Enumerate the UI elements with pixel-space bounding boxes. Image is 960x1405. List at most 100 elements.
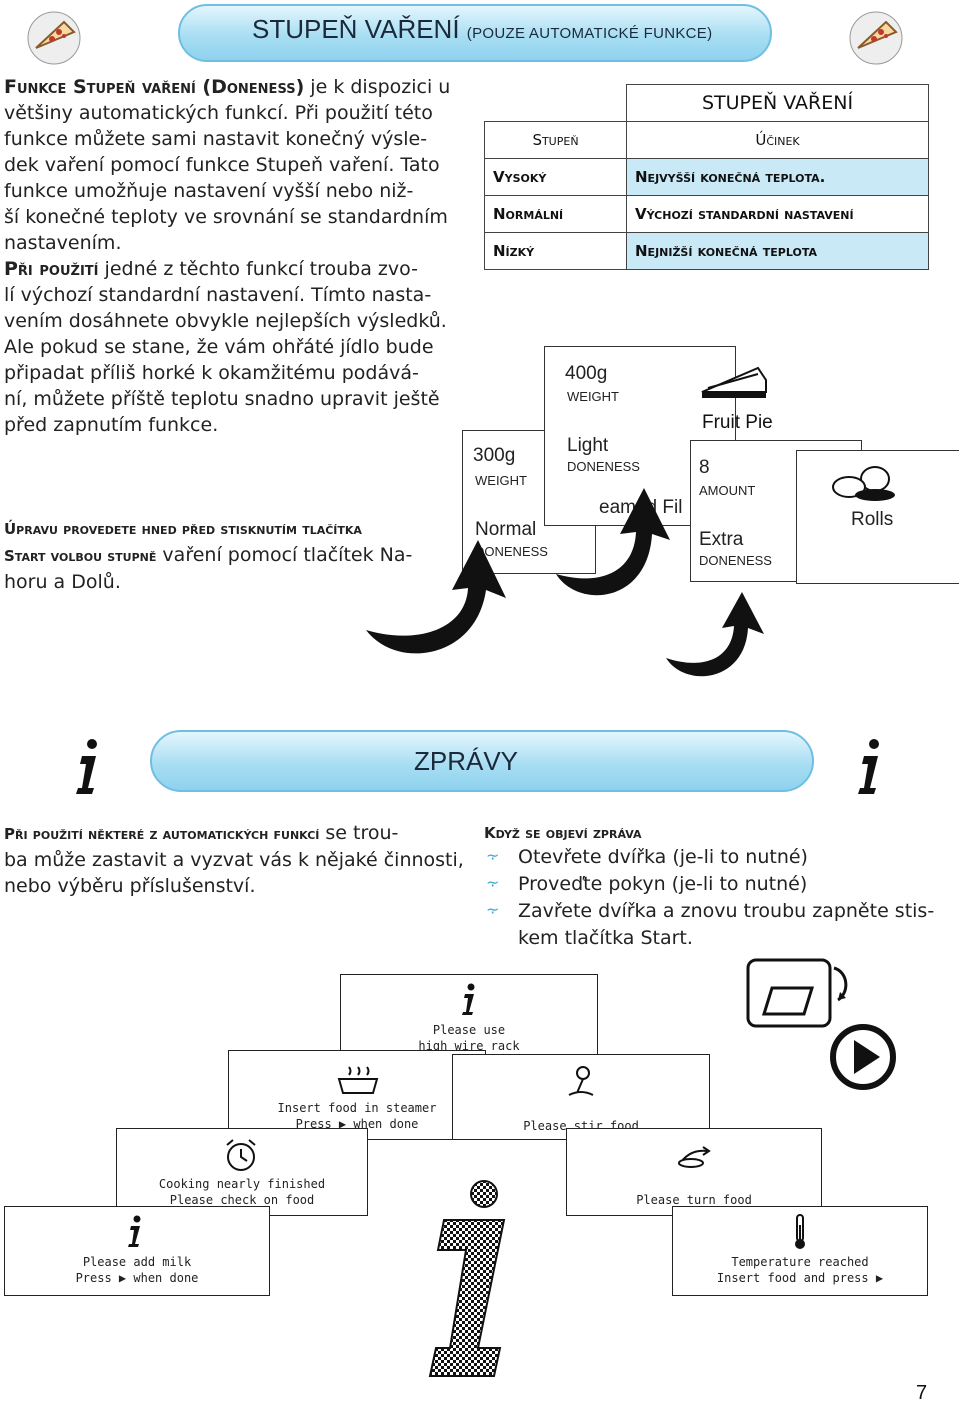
intro-line: většiny automatických funkcí. Při použit…	[4, 102, 433, 124]
message-line: Cooking nearly finished	[158, 1177, 326, 1191]
turn-food-icon	[673, 1141, 713, 1171]
intro-line: Ale pokud se stane, že vám ohřáté jídlo …	[4, 336, 434, 358]
message-line: Please use	[432, 1023, 506, 1037]
food-name: Rolls	[851, 509, 894, 530]
message-line: Please check on food	[169, 1193, 315, 1207]
start-hint-line: vaření pomocí tlačítek Na-	[156, 544, 413, 566]
page-number: 7	[916, 1382, 928, 1404]
bullet-icon: ⸟	[486, 900, 500, 919]
intro-line: jedné z těchto funkcí trouba zvo-	[98, 258, 418, 280]
messages-line: nebo výběru příslušenství.	[4, 875, 256, 897]
intro-line: ní, můžete příště teplotu snadno upravit…	[4, 388, 440, 410]
list-item: Zavřete dvířka a znovu troubu zapněte st…	[518, 900, 935, 922]
doneness-heading: STUPEŇ VAŘENÍ (POUZE AUTOMATICKÉ FUNKCE)	[252, 14, 712, 45]
large-info-icon	[414, 1180, 534, 1380]
weight-value: 400g	[565, 363, 608, 384]
message-card-stir: Please stir food	[452, 1054, 710, 1140]
doneness-value: Light	[567, 435, 609, 456]
intro-lead: Funkce Stupeň vaření (Doneness)	[4, 76, 305, 98]
doneness-label: DONENESS	[567, 459, 640, 474]
messages-line: ba může zastavit a vyzvat vás k nějaké č…	[4, 849, 464, 871]
intro-line: ší konečné teploty ve srovnání se standa…	[4, 206, 448, 228]
doneness-label: DONENESS	[475, 544, 548, 559]
weight-label: WEIGHT	[567, 389, 619, 404]
arrow-icon	[660, 588, 780, 688]
amount-value: 8	[699, 457, 710, 478]
table-cell-level: Vysoký	[484, 158, 627, 196]
weight-label: WEIGHT	[475, 473, 527, 488]
stir-icon	[561, 1063, 601, 1101]
message-line: Temperature reached	[731, 1255, 869, 1269]
message-line: Please add milk	[82, 1255, 192, 1269]
message-line: Insert food and press ▶	[716, 1271, 884, 1285]
intro-line: připadat příliš horké k okamžitému podáv…	[4, 362, 419, 384]
table-row: Vysoký Nejvyšší konečná teplota.	[484, 158, 929, 196]
display-card-rolls: Rolls	[796, 450, 959, 584]
intro-line: vením dosáhnete obvykle nejlepších výsle…	[4, 310, 447, 332]
section-banner-doneness	[178, 4, 772, 62]
info-icon	[459, 983, 479, 1017]
intro-line: funkce můžete sami nastavit konečný výsl…	[4, 128, 428, 150]
table-col-level: Stupeň	[484, 121, 627, 159]
messages-lead: Při použití některé z automatických funk…	[4, 825, 320, 843]
messages-title: ZPRÁVY	[414, 746, 519, 776]
pie-slice-icon	[698, 362, 770, 404]
message-line: Press ▶ when done	[295, 1117, 419, 1131]
intro-line: je k dispozici u	[304, 76, 451, 98]
intro-line: nastavením.	[4, 232, 122, 254]
table-title: STUPEŇ VAŘENÍ	[626, 84, 929, 122]
intro-line: před zapnutím funkce.	[4, 414, 219, 436]
intro-line: lí výchozí standardní nastavení. Tímto n…	[4, 284, 432, 306]
table-cell-effect: Nejvyšší konečná teplota.	[626, 158, 929, 196]
table-cell-level: Nízký	[484, 232, 627, 270]
bullet-icon: ⸟	[486, 846, 500, 865]
doneness-label: DONENESS	[699, 553, 772, 568]
table-cell-level: Normální	[484, 195, 627, 233]
bullet-icon: ⸟	[486, 873, 500, 892]
section-banner-messages	[150, 730, 814, 792]
message-card-steamer: Insert food in steamer Press ▶ when done	[228, 1050, 486, 1140]
message-card-turn: Please turn food	[566, 1128, 822, 1216]
doneness-title: STUPEŇ VAŘENÍ	[252, 14, 460, 44]
when-message-title: Když se objeví zpráva	[484, 824, 642, 842]
table-cell-effect: Výchozí standardní nastavení	[626, 195, 929, 233]
start-hint-lead: Úpravu provedete hned před stisknutím tl…	[4, 520, 362, 538]
message-card-wire-rack: Please use high wire rack	[340, 974, 598, 1062]
table-cell-effect: Nejnižší konečná teplota	[626, 232, 929, 270]
food-name: Fruit Pie	[702, 412, 773, 433]
doneness-value: Normal	[475, 519, 537, 540]
message-line: high wire rack	[418, 1039, 520, 1053]
doneness-table: STUPEŇ VAŘENÍ Stupeň Účinek Vysoký Nejvy…	[484, 84, 929, 270]
table-col-effect: Účinek	[626, 121, 929, 159]
table-row: Nízký Nejnižší konečná teplota	[484, 232, 929, 270]
rolls-icon	[827, 461, 899, 503]
info-icon-left	[70, 738, 106, 798]
thermometer-icon	[789, 1213, 811, 1251]
weight-value: 300g	[473, 445, 516, 466]
info-icon	[125, 1215, 145, 1249]
list-item: kem tlačítka Start.	[518, 927, 693, 949]
start-hint-line: horu a Dolů.	[4, 571, 121, 593]
start-button-icon	[828, 1022, 898, 1092]
amount-label: AMOUNT	[699, 483, 756, 498]
message-card-add-milk: Please add milk Press ▶ when done	[4, 1206, 270, 1296]
start-hint-text: Úpravu provedete hned před stisknutím tl…	[4, 516, 454, 595]
message-card-temperature: Temperature reached Insert food and pres…	[672, 1206, 928, 1296]
info-icon-right	[852, 738, 888, 798]
doneness-subtitle: (POUZE AUTOMATICKÉ FUNKCE)	[466, 25, 713, 42]
message-line: Please turn food	[636, 1193, 752, 1207]
table-row: Normální Výchozí standardní nastavení	[484, 195, 929, 233]
list-item: Otevřete dvířka (je-li to nutné)	[518, 846, 808, 868]
steamer-icon	[333, 1063, 383, 1095]
doneness-value: Extra	[699, 529, 744, 550]
messages-text: Při použití některé z automatických funk…	[4, 820, 464, 899]
arrow-icon	[356, 520, 526, 670]
message-line: Insert food in steamer	[277, 1101, 437, 1115]
messages-line: se trou-	[319, 822, 399, 844]
arrow-icon	[548, 474, 688, 614]
pizza-icon-left	[14, 8, 94, 66]
pizza-icon-right	[836, 8, 916, 66]
message-card-nearly-finished: Cooking nearly finished Please check on …	[116, 1128, 368, 1216]
intro-lead: Při použití	[4, 258, 99, 280]
alarm-clock-icon	[221, 1137, 261, 1173]
